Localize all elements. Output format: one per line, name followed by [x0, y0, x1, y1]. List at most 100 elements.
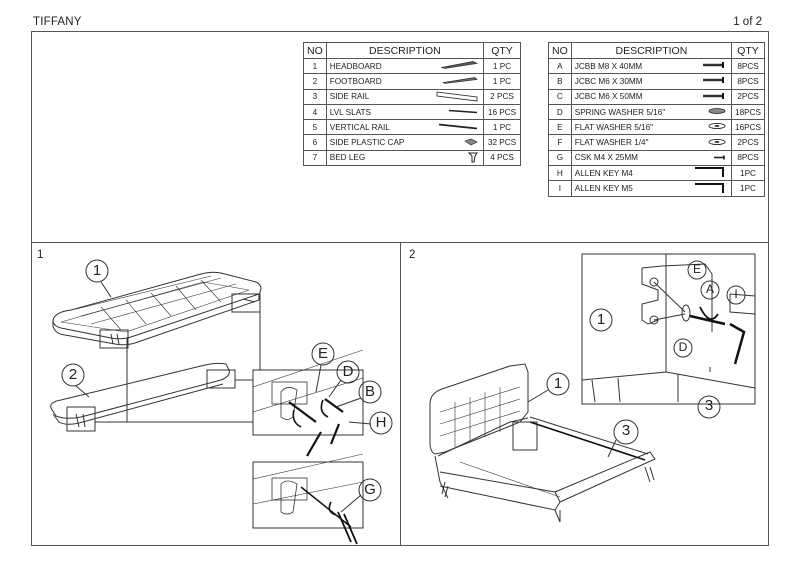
callout-circle [61, 363, 85, 387]
header-no: NO [548, 42, 572, 59]
flat-washer-icon [707, 138, 727, 148]
bolt-icon [701, 92, 727, 102]
header-description: DESCRIPTION [325, 42, 485, 59]
row-description-cell: HEADBOARD [325, 57, 485, 75]
callout-circle [700, 280, 720, 300]
callout-label: A [705, 282, 714, 296]
row-number: 6 [303, 134, 327, 151]
callout-circle [726, 285, 746, 305]
row-qty: 1 PC [483, 119, 521, 136]
detail-box-screw [252, 453, 364, 545]
callout-circle [358, 380, 382, 404]
row-description-cell: SIDE RAIL [325, 88, 485, 105]
row-description: BED LEG [329, 153, 366, 163]
row-description-cell: SPRING WASHER 5/16" [570, 103, 733, 121]
row-description: JCBC M6 X 30MM [574, 76, 643, 86]
callout-label: 3 [621, 422, 631, 439]
row-number: I [548, 180, 572, 197]
row-description: SPRING WASHER 5/16" [574, 107, 666, 117]
row-number: E [548, 119, 572, 136]
plastic-cap-icon [463, 138, 479, 148]
row-number: 4 [303, 103, 327, 121]
row-description: FOOTBOARD [329, 76, 382, 86]
callout-label: I [734, 287, 738, 301]
row-description: VERTICAL RAIL [329, 122, 390, 132]
row-description: SIDE PLASTIC CAP [329, 138, 405, 148]
parts-table-header: NO DESCRIPTION QTY [303, 42, 521, 59]
callout-circle [311, 342, 335, 366]
vertical-rail-icon [437, 123, 479, 132]
step-2-illustration [429, 253, 756, 523]
callout-circle [687, 260, 707, 280]
page-number: 1 of 2 [733, 16, 762, 28]
spring-washer-icon [707, 107, 727, 117]
row-description: FLAT WASHER 1/4" [574, 138, 649, 148]
side-rail-icon [435, 90, 479, 104]
callout-label: G [364, 481, 376, 498]
row-description: LVL SLATS [329, 107, 372, 117]
row-description: FLAT WASHER 5/16" [574, 122, 654, 132]
headboard-drawing [52, 271, 262, 349]
row-number: 5 [303, 119, 327, 136]
callout-circle [613, 419, 639, 445]
row-description: SIDE RAIL [329, 92, 370, 102]
footboard-drawing [50, 362, 236, 432]
callout-label: 3 [704, 397, 714, 414]
callout-label: 1 [92, 262, 102, 279]
callout-circle [358, 478, 382, 502]
footboard-icon [439, 76, 479, 87]
row-qty: 2PCS [731, 134, 765, 151]
row-description-cell: FLAT WASHER 5/16" [570, 119, 733, 136]
step-2-number: 2 [409, 249, 416, 261]
row-description-cell: JCBC M6 X 30MM [570, 73, 733, 90]
row-number: F [548, 134, 572, 151]
hardware-table-header: NO DESCRIPTION QTY [548, 42, 765, 59]
row-qty: 1 PC [483, 73, 521, 90]
row-description-cell: JCBB M8 X 40MM [570, 57, 733, 75]
row-number: D [548, 103, 572, 121]
callout-label: E [317, 345, 328, 362]
row-qty: 8PCS [731, 57, 765, 75]
row-qty: 18PCS [731, 103, 765, 121]
row-description: ALLEN KEY M5 [574, 184, 633, 194]
document-title: TIFFANY [33, 16, 82, 28]
row-qty: 8PCS [731, 73, 765, 90]
bolt-icon [701, 61, 727, 71]
callout-label: B [364, 383, 375, 400]
row-qty: 8PCS [731, 149, 765, 167]
row-qty: 1PC [731, 180, 765, 197]
row-description-cell: CSK M4 X 25MM [570, 149, 733, 167]
callout-label: H [375, 414, 387, 431]
row-qty: 1PC [731, 165, 765, 182]
header-no: NO [303, 42, 327, 59]
step-1-number: 1 [37, 249, 44, 261]
row-description-cell: ALLEN KEY M4 [570, 165, 733, 182]
step-divider [400, 242, 401, 546]
allen-key-icon [693, 166, 727, 180]
flat-washer-icon [707, 122, 727, 132]
slat-icon [447, 108, 479, 117]
row-number: 3 [303, 88, 327, 105]
headboard-icon [439, 61, 479, 72]
callout-circle [589, 308, 613, 332]
row-number: C [548, 88, 572, 105]
row-description: ALLEN KEY M4 [574, 168, 633, 178]
row-description-cell: FLAT WASHER 1/4" [570, 134, 733, 151]
header-qty: QTY [483, 42, 521, 59]
callout-circle [369, 411, 393, 435]
